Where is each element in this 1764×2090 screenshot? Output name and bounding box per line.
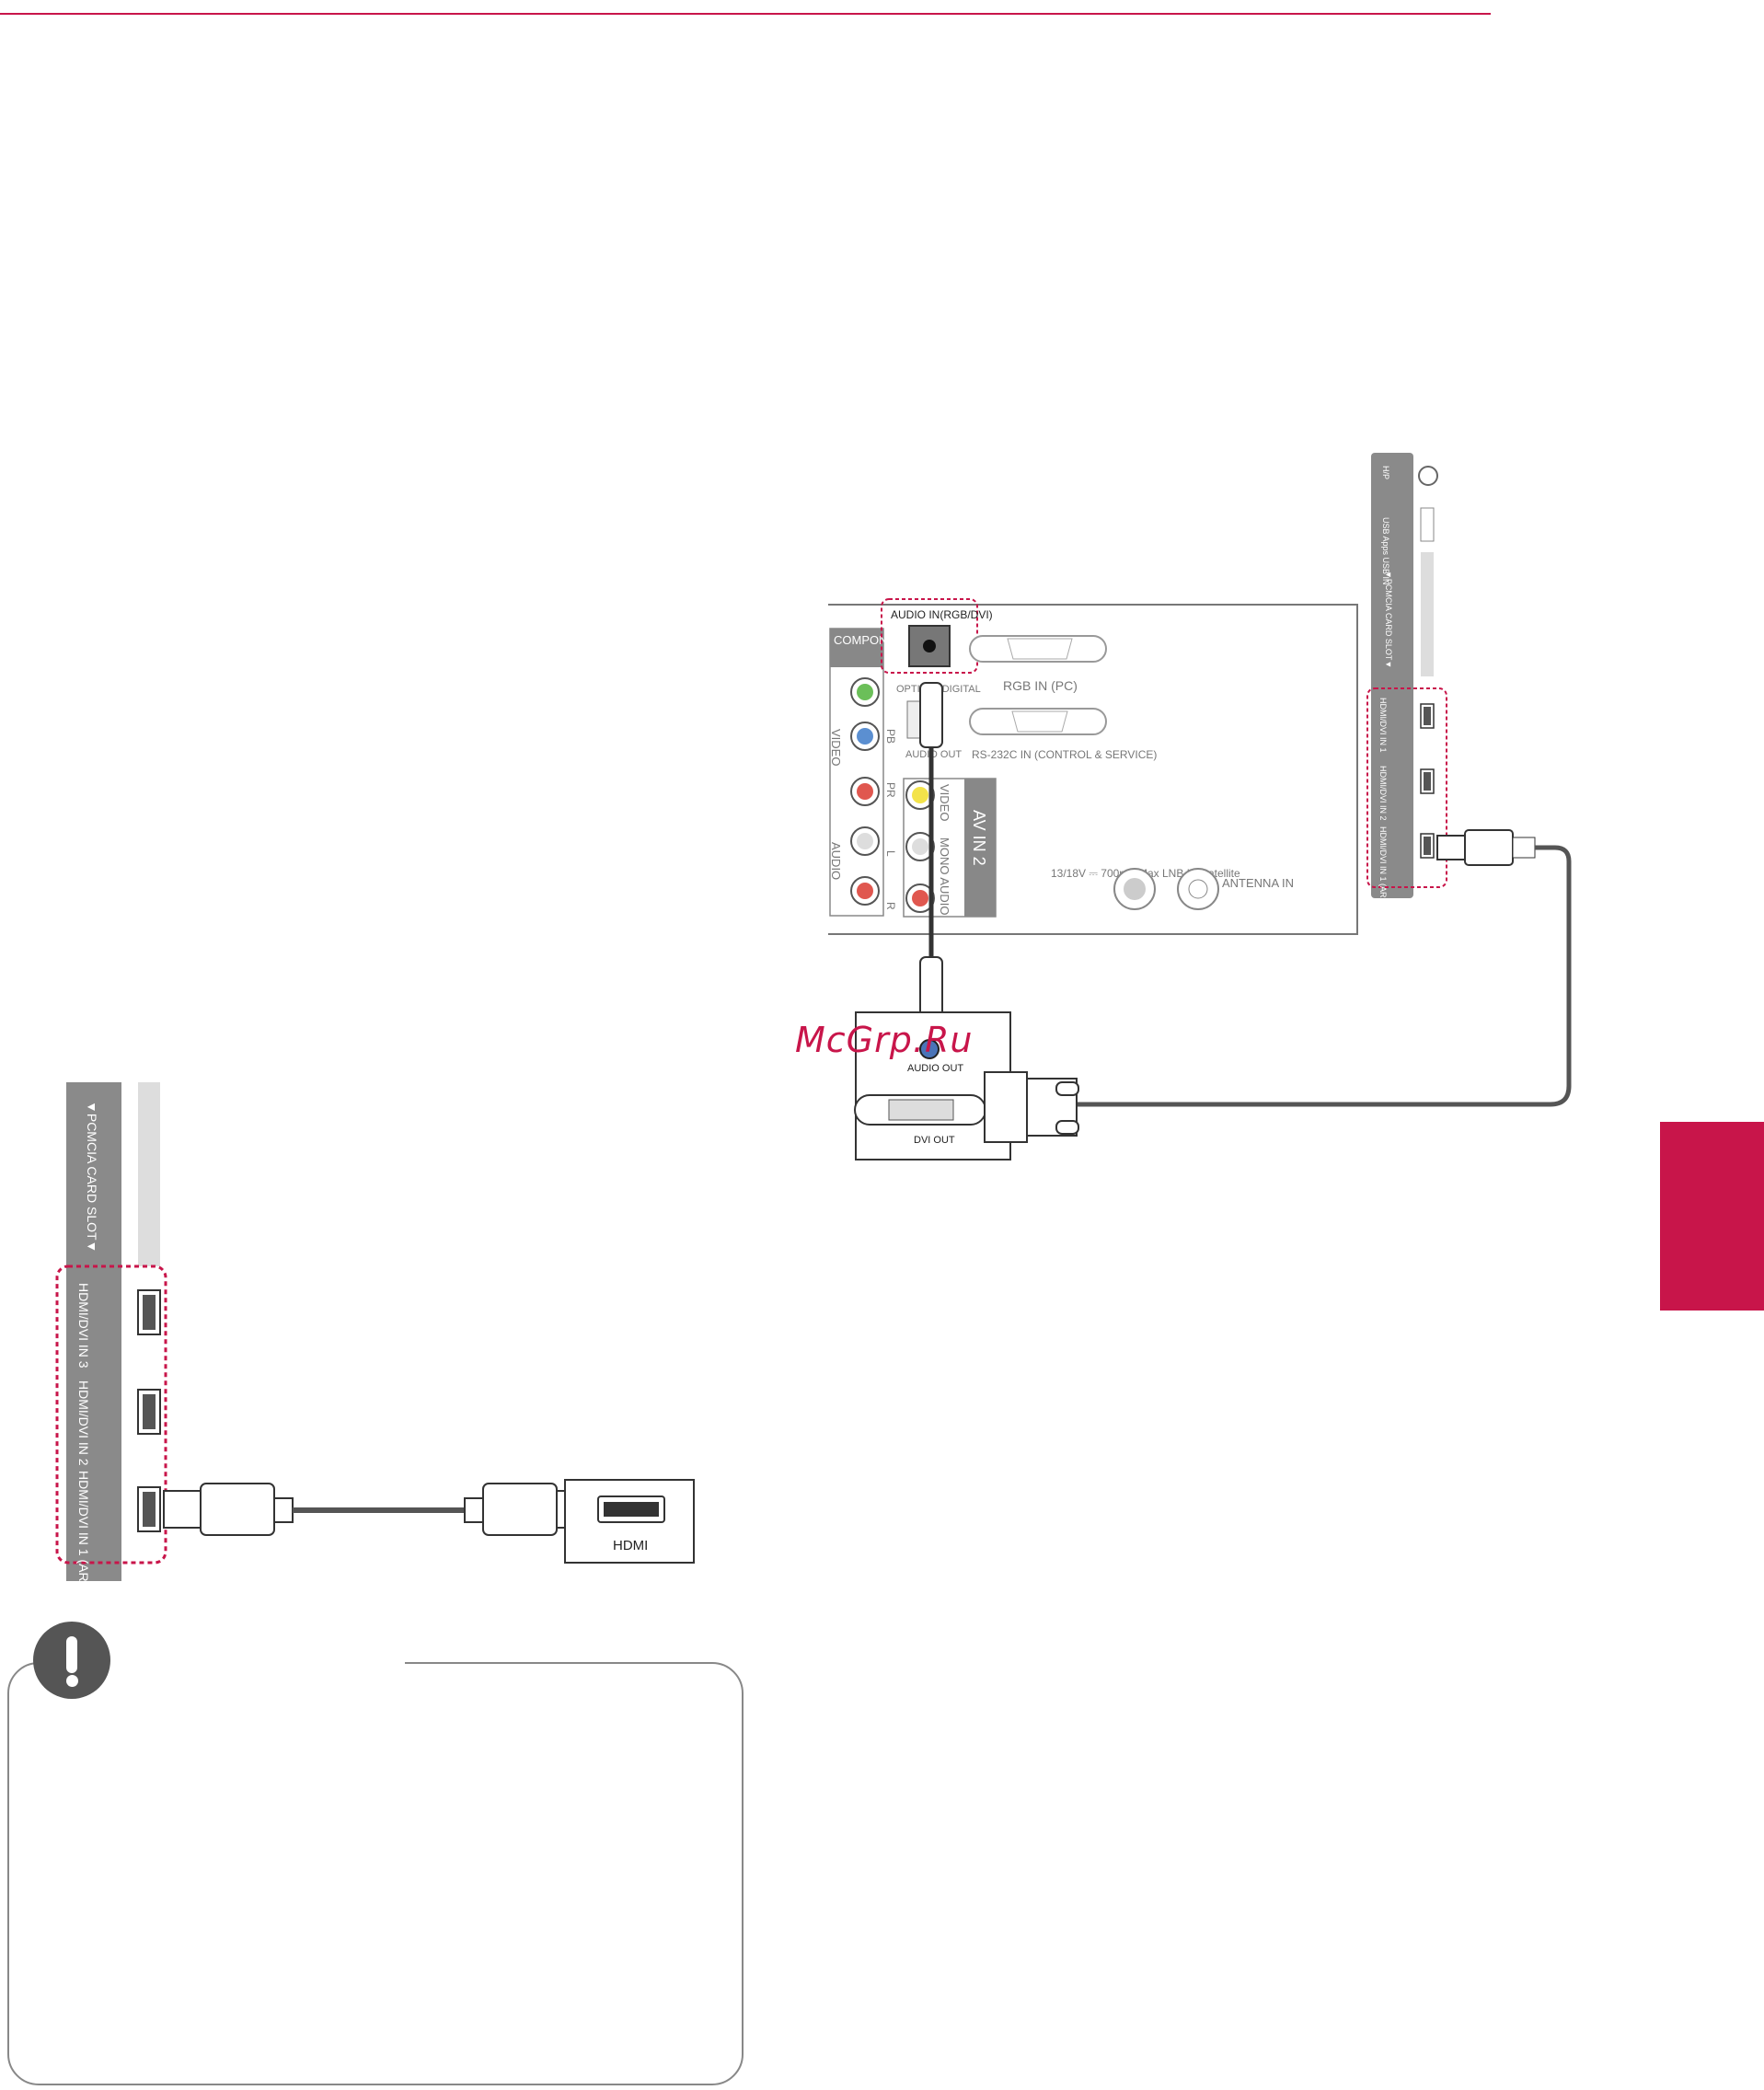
note-box [7, 1662, 744, 2085]
svg-text:L: L [884, 850, 897, 857]
svg-text:HDMI/DVI IN 2: HDMI/DVI IN 2 [1378, 766, 1388, 821]
svg-text:AUDIO OUT: AUDIO OUT [905, 749, 962, 760]
tv-rear-panel: COMPONENT IN PB PR L R VIDEO AUDIO AUDIO… [828, 453, 1447, 935]
source-device: AUDIO OUT DVI OUT [854, 1011, 1079, 1160]
audio-in-label: AUDIO IN(RGB/DVI) [891, 608, 993, 621]
svg-text:HDMI/DVI IN 1: HDMI/DVI IN 1 [1378, 698, 1388, 753]
svg-text:HDMI/DVI IN 1 (ARC): HDMI/DVI IN 1 (ARC) [76, 1471, 91, 1595]
svg-text:▼PCMCIA CARD SLOT▼: ▼PCMCIA CARD SLOT▼ [85, 1101, 99, 1253]
note-icon [33, 1622, 110, 1699]
component-label: COMPONENT IN [834, 633, 927, 647]
svg-text:USB Apps USB IN: USB Apps USB IN [1381, 517, 1390, 585]
svg-text:VIDEO: VIDEO [829, 729, 843, 766]
lower-diagram: ▼PCMCIA CARD SLOT▼ HDMI/DVI IN 3 HDMI/DV… [55, 1082, 695, 1595]
header-rule [0, 13, 1491, 15]
svg-text:AUDIO: AUDIO [829, 842, 843, 880]
svg-text:HDMI/DVI IN 3: HDMI/DVI IN 3 [76, 1283, 91, 1368]
svg-text:ANTENNA IN: ANTENNA IN [1222, 876, 1294, 890]
svg-text:HDMI/DVI IN 1 (ARC): HDMI/DVI IN 1 (ARC) [1378, 826, 1388, 906]
svg-text:HDMI: HDMI [613, 1538, 648, 1553]
svg-text:PB: PB [884, 729, 897, 744]
rgb-in-label: RGB IN (PC) [1003, 678, 1078, 693]
svg-text:R: R [884, 902, 897, 910]
component-jacks [850, 677, 880, 906]
audio-cable [919, 682, 943, 1022]
svg-text:VIDEO: VIDEO [938, 784, 951, 821]
svg-text:▼PCMCIA CARD SLOT▼: ▼PCMCIA CARD SLOT▼ [1384, 571, 1393, 668]
svg-text:H/P: H/P [1381, 466, 1390, 479]
hdmi-dvi-cable [1077, 829, 1572, 1107]
section-tab [1660, 1122, 1764, 1311]
svg-text:HDMI/DVI IN 2: HDMI/DVI IN 2 [76, 1380, 91, 1466]
svg-text:AUDIO OUT: AUDIO OUT [907, 1063, 963, 1074]
svg-text:AV IN 2: AV IN 2 [970, 810, 988, 866]
svg-text:MONO AUDIO: MONO AUDIO [938, 837, 951, 916]
svg-text:DVI OUT: DVI OUT [914, 1135, 955, 1146]
rs232-label: RS-232C IN (CONTROL & SERVICE) [972, 748, 1157, 761]
svg-text:PR: PR [884, 782, 897, 798]
watermark: McGrp.Ru [795, 1020, 974, 1060]
note-gap [37, 1657, 405, 1669]
